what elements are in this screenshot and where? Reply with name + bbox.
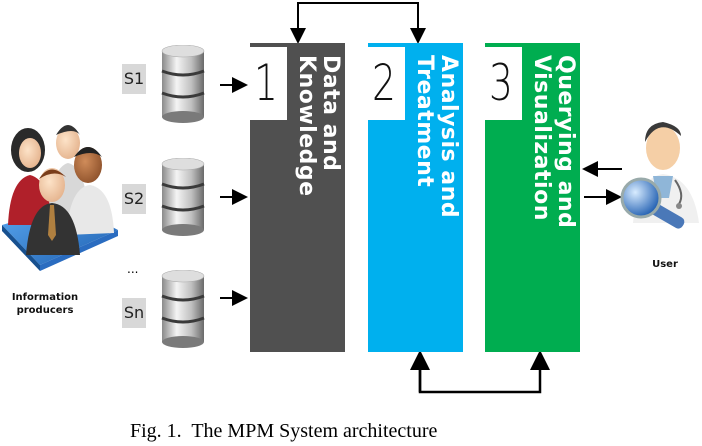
source-label-s1: S1 — [122, 64, 146, 94]
loop-1-2 — [297, 2, 426, 44]
producers-label-line2: producers — [16, 305, 74, 316]
database-icon — [160, 158, 206, 238]
block-analysis-and-treatment: 2 Analysis and Treatment — [368, 43, 463, 352]
block-number-box: 3 — [485, 47, 522, 120]
block-data-and-knowledge: 1 Data and Knowledge — [250, 43, 345, 352]
user-label: User — [652, 259, 678, 270]
source-ellipsis: ... — [127, 262, 139, 276]
block-number: 3 — [489, 54, 513, 112]
doctor-magnifier-icon — [620, 122, 699, 229]
producers-label-line1: Information — [11, 292, 79, 303]
block-title: Querying and Visualization — [529, 55, 578, 229]
producers-label: Information producers — [0, 291, 90, 317]
block-number: 1 — [254, 54, 278, 112]
loop-2-3 — [418, 350, 550, 394]
user-group: User — [615, 108, 702, 278]
database-icon — [160, 45, 206, 125]
block-title: Data and Knowledge — [294, 55, 343, 197]
source-label-sn: Sn — [122, 298, 146, 328]
source-label-s2: S2 — [122, 184, 146, 214]
block-querying-and-visualization: 3 Querying and Visualization — [485, 43, 580, 352]
figure-caption: Fig. 1. The MPM System architecture — [130, 420, 438, 442]
block-title: Analysis and Treatment — [412, 55, 461, 219]
block-number: 2 — [372, 54, 396, 112]
producers-group: Information producers — [0, 105, 122, 316]
block-number-box: 2 — [368, 47, 405, 120]
database-icon — [160, 270, 206, 350]
people-group-icon — [2, 125, 118, 271]
block-number-box: 1 — [250, 47, 287, 120]
